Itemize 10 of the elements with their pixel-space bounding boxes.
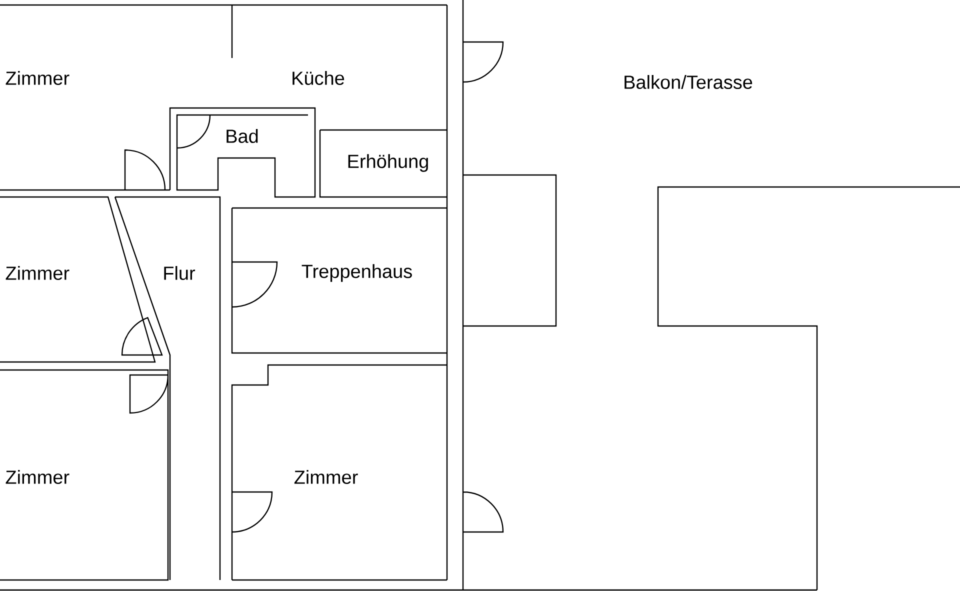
room-label: Flur	[164, 266, 196, 280]
room-label: Balkon/Terasse	[624, 75, 752, 89]
room-label: Bad	[226, 129, 258, 143]
room-label: Zimmer	[6, 266, 70, 280]
room-label: Zimmer	[6, 470, 70, 484]
room-label: Erhöhung	[348, 154, 428, 172]
room-label: Zimmer	[294, 470, 358, 484]
room-label: Zimmer	[6, 71, 70, 85]
room-label: Küche	[292, 71, 344, 85]
room-label: Treppenhaus	[302, 264, 412, 282]
